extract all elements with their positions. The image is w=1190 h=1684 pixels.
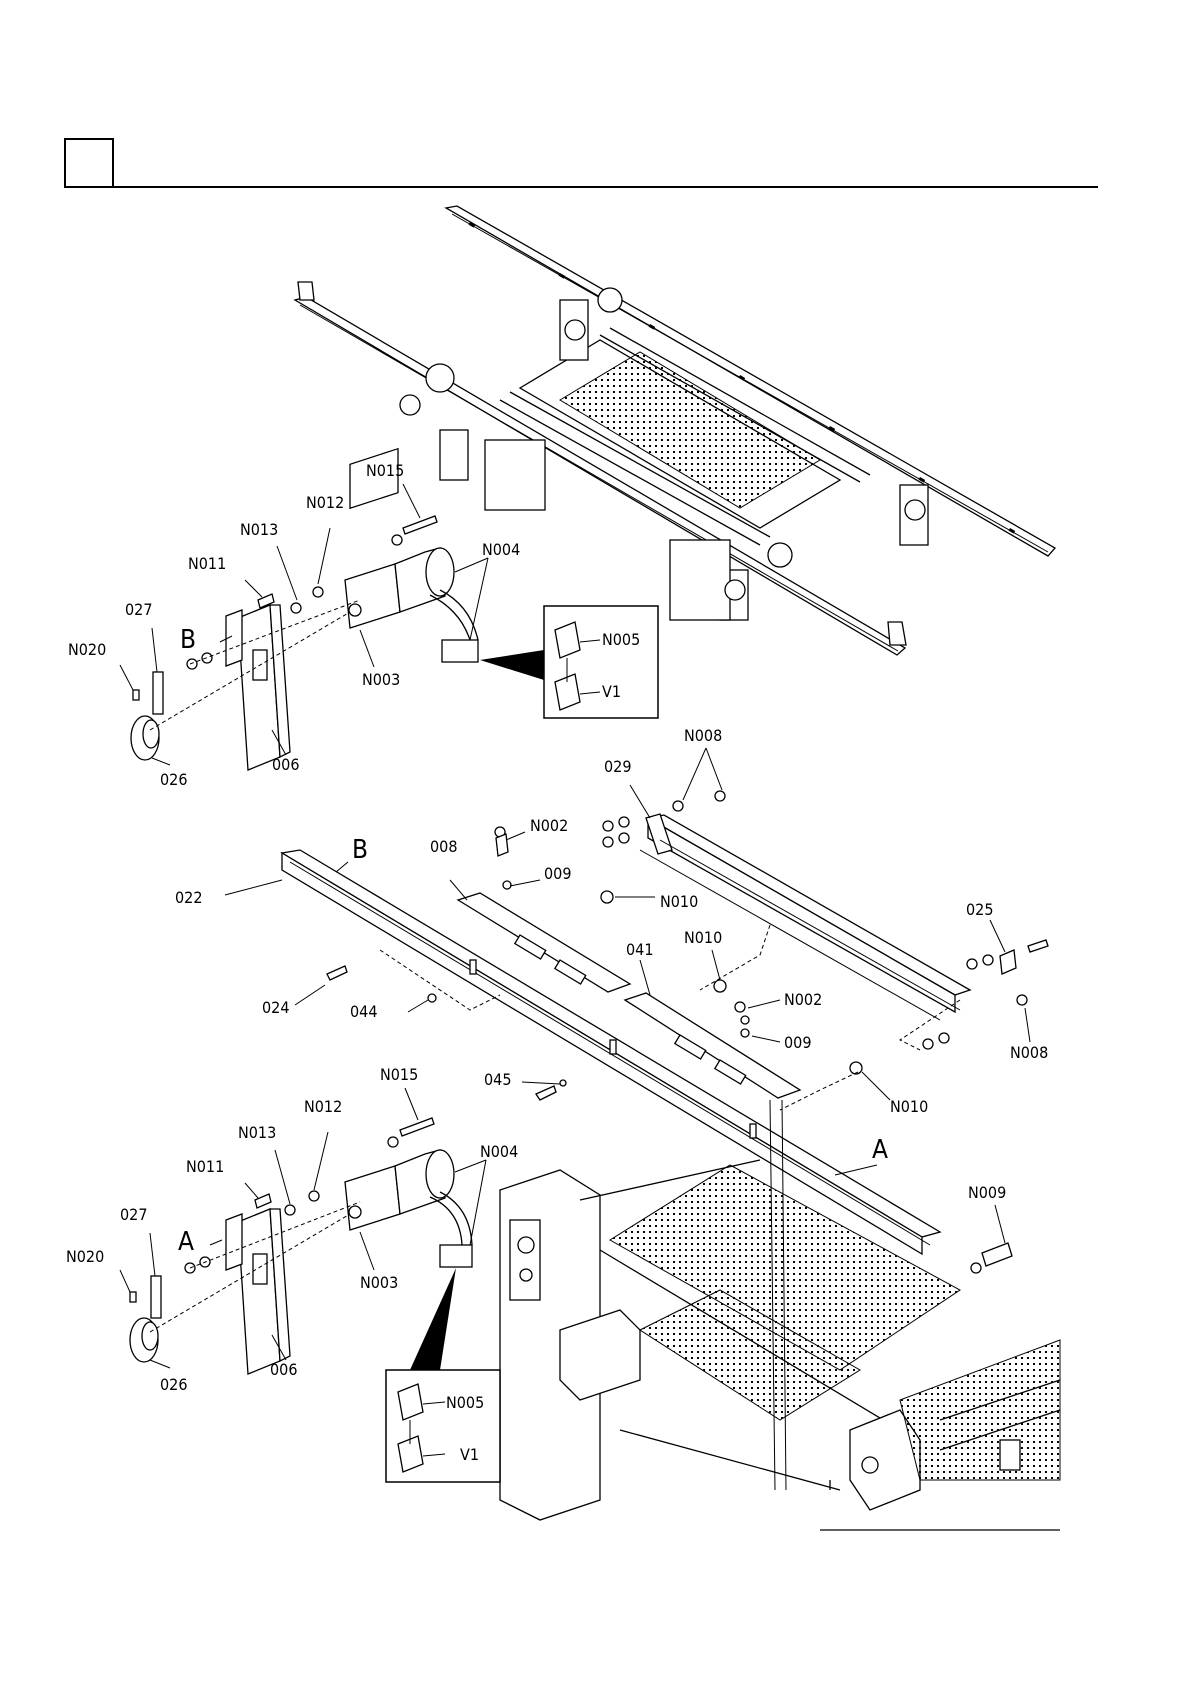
label-n002-a: N002 (530, 816, 568, 835)
label-n013-lower: N013 (238, 1123, 276, 1142)
label-n010-c: N010 (890, 1097, 928, 1116)
label-a-middle: A (872, 1135, 888, 1165)
label-n003-upper: N003 (362, 670, 400, 689)
label-n015-lower: N015 (380, 1065, 418, 1084)
label-045: 045 (484, 1070, 511, 1089)
connector-inset-lower (386, 1268, 500, 1482)
label-029: 029 (604, 757, 631, 776)
label-n020-lower: N020 (66, 1247, 104, 1266)
label-n008-right: N008 (1010, 1043, 1048, 1062)
label-027-lower: 027 (120, 1205, 147, 1224)
label-041: 041 (626, 940, 653, 959)
label-009-b: 009 (784, 1033, 811, 1052)
label-n010-b: N010 (684, 928, 722, 947)
label-026-lower: 026 (160, 1375, 187, 1394)
label-006-lower: 006 (270, 1360, 297, 1379)
label-v1-inset-lower: V1 (460, 1445, 479, 1464)
label-008: 008 (430, 837, 457, 856)
label-v1-inset-upper: V1 (602, 682, 621, 701)
label-n012-upper: N012 (306, 493, 344, 512)
label-009-a: 009 (544, 864, 571, 883)
label-n008-top: N008 (684, 726, 722, 745)
label-n011-upper: N011 (188, 554, 226, 573)
label-n011-lower: N011 (186, 1157, 224, 1176)
motor-assembly-upper (131, 449, 478, 770)
label-n012-lower: N012 (304, 1097, 342, 1116)
label-025: 025 (966, 900, 993, 919)
label-026-upper: 026 (160, 770, 187, 789)
header-rule (65, 139, 1098, 187)
label-n010-a: N010 (660, 892, 698, 911)
label-024: 024 (262, 998, 289, 1017)
label-b-upper: B (180, 625, 196, 655)
label-006-upper: 006 (272, 755, 299, 774)
callout-leaders-upper (120, 484, 488, 765)
label-n015-upper: N015 (366, 461, 404, 480)
connector-inset-upper (480, 606, 658, 718)
label-n005-inset-lower: N005 (446, 1393, 484, 1412)
label-n004-upper: N004 (482, 540, 520, 559)
label-b-middle: B (352, 835, 368, 865)
label-n005-inset-upper: N005 (602, 630, 640, 649)
label-a-lower: A (178, 1227, 194, 1257)
label-n002-b: N002 (784, 990, 822, 1009)
label-n020-upper: N020 (68, 640, 106, 659)
label-n003-lower: N003 (360, 1273, 398, 1292)
label-n004-lower: N004 (480, 1142, 518, 1161)
label-027-upper: 027 (125, 600, 152, 619)
label-044: 044 (350, 1002, 377, 1021)
label-022: 022 (175, 888, 202, 907)
label-n013-upper: N013 (240, 520, 278, 539)
label-n009: N009 (968, 1183, 1006, 1202)
header-box (65, 139, 113, 187)
